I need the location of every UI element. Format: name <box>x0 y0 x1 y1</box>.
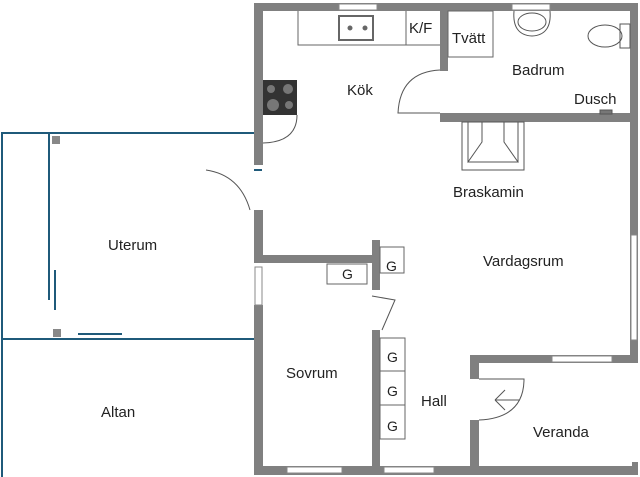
wardrobe-label: G <box>387 349 398 365</box>
room-label-uterum: Uterum <box>108 237 157 254</box>
wardrobe-label: G <box>386 258 397 274</box>
room-label-dusch: Dusch <box>574 91 617 108</box>
room-label-kok: Kök <box>347 82 373 99</box>
room-label-vardagsrum: Vardagsrum <box>483 253 564 270</box>
laundry-box <box>447 10 494 58</box>
stove-icon <box>263 80 297 115</box>
kitchen-counter <box>297 11 440 46</box>
room-label-sovrum: Sovrum <box>286 365 338 382</box>
wardrobe-label: G <box>342 266 353 282</box>
room-label-braskamin: Braskamin <box>453 184 524 201</box>
pillar <box>52 136 60 144</box>
bathroom-fixtures <box>513 10 631 115</box>
room-label-hall: Hall <box>421 393 447 410</box>
wardrobe-label: G <box>387 418 398 434</box>
wardrobes <box>326 246 406 440</box>
doors <box>205 69 525 421</box>
room-label-veranda: Veranda <box>533 424 590 441</box>
wardrobe-labels: G G G G G <box>342 258 398 434</box>
uterum-outline <box>1 123 262 477</box>
pillar <box>53 329 61 337</box>
room-label-badrum: Badrum <box>512 62 565 79</box>
room-label-altan: Altan <box>101 404 135 421</box>
windows <box>254 3 638 474</box>
wardrobe-label: G <box>387 383 398 399</box>
room-label-tvatt: Tvätt <box>452 30 486 47</box>
room-label-kf: K/F <box>409 20 432 37</box>
fireplace-icon <box>461 121 525 171</box>
